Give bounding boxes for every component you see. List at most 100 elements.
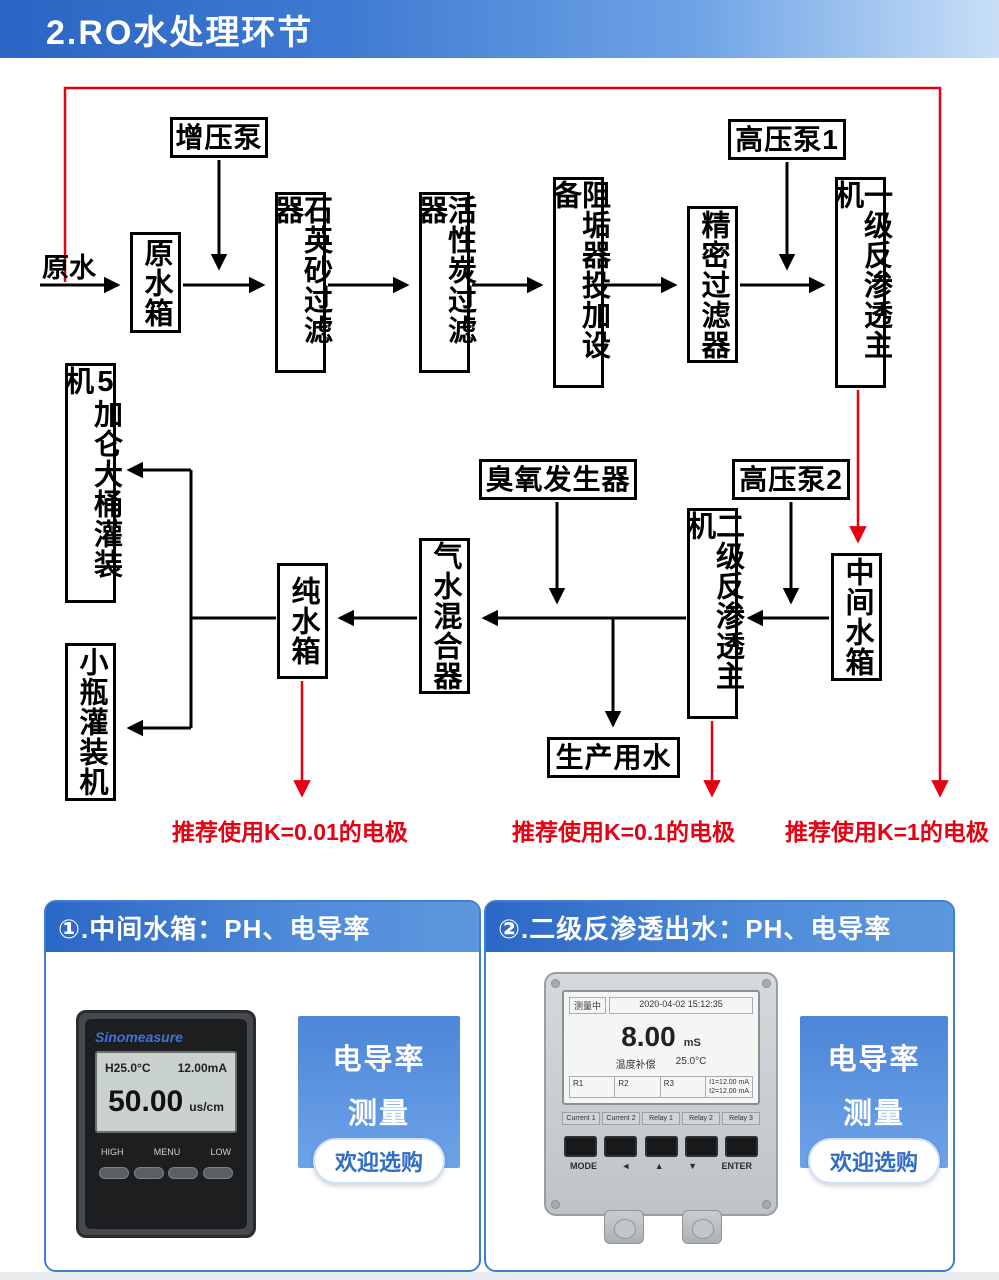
device-key — [564, 1136, 597, 1158]
softkey-row: Current 1 Current 2 Relay 1 Relay 2 Rela… — [562, 1112, 760, 1126]
softkey-label: Current 1 — [562, 1112, 600, 1126]
panel2-title: ②.二级反渗透出水：PH、电导率 — [486, 902, 953, 952]
node-label: 高压泵2 — [739, 463, 843, 495]
node-label: 纯水箱 — [287, 576, 319, 666]
relay-status-row: R1 R2 R3 I1=12.00 mA I2=12.00 mA — [569, 1076, 753, 1099]
promo-box: 电导率 测量 欢迎选购 — [298, 1016, 460, 1184]
node-hp-pump2: 高压泵2 — [732, 459, 850, 500]
node-ro-stage1: 一级反渗透主机 — [831, 177, 892, 388]
device-key — [99, 1167, 129, 1179]
softkey-label: Relay 3 — [722, 1112, 760, 1126]
node-mid-water-tank: 中间水箱 — [831, 553, 882, 681]
node-precision-filter: 精密过滤器 — [687, 206, 738, 363]
device-face: Sinomeasure H25.0°C 12.00mA 50.00 us/cm … — [85, 1019, 247, 1229]
cta-button[interactable]: 欢迎选购 — [807, 1138, 941, 1184]
promo-line2: 测量 — [347, 1098, 410, 1130]
section-title: 2.RO水处理环节 — [46, 13, 314, 52]
electrode-note-k01: 推荐使用K=0.1的电极 — [512, 819, 736, 845]
relay-indicator: R2 — [615, 1077, 661, 1098]
panel2-body: 测量中 2020-04-02 15:12:35 8.00 mS 温度补偿 25.… — [486, 952, 953, 1270]
current-output-reading: 12.00mA — [177, 1061, 227, 1075]
device-key — [604, 1136, 638, 1158]
node-label: 精密过滤器 — [697, 209, 729, 360]
key-left-icon: ◄ — [621, 1161, 631, 1172]
node-bottle-filler: 小瓶灌装机 — [65, 643, 116, 801]
section-banner: 2.RO水处理环节 — [0, 0, 999, 58]
node-label: 二级反渗透主机 — [682, 511, 744, 691]
node-label: 生产用水 — [555, 741, 672, 773]
panel1-title: ①.中间水箱：PH、电导率 — [46, 902, 479, 952]
datetime-reading: 2020-04-02 15:12:35 — [609, 997, 753, 1014]
relay-indicator: R1 — [570, 1077, 616, 1098]
cable-gland-icon — [682, 1210, 722, 1244]
node-quartz-sand-filter: 石英砂过滤器 — [271, 192, 332, 373]
red-electrode-arrows — [63, 86, 949, 798]
conductivity-value: 50.00 — [108, 1085, 184, 1118]
promo-line1: 电导率 — [332, 1044, 426, 1076]
node-raw-water-tank: 原水箱 — [130, 232, 181, 333]
measuring-status: 测量中 — [569, 997, 607, 1014]
device-key-labels: HIGH MENU LOW — [95, 1147, 237, 1157]
node-label: 小瓶灌装机 — [75, 647, 107, 797]
output1-reading: I1=12.00 mA — [709, 1079, 750, 1086]
node-label: 阻垢器投加设备 — [548, 180, 610, 360]
node-label: 高压泵1 — [735, 123, 839, 155]
key-mode-label: MODE — [570, 1161, 597, 1172]
cta-button[interactable]: 欢迎选购 — [312, 1138, 446, 1184]
node-booster-pump: 增压泵 — [170, 117, 268, 158]
black-flow-arrows — [40, 160, 829, 737]
screw-icon — [551, 1200, 560, 1209]
node-label: 石英砂过滤器 — [270, 195, 332, 345]
device-screen: H25.0°C 12.00mA 50.00 us/cm — [95, 1051, 237, 1133]
key-menu-label: MENU — [153, 1147, 181, 1157]
node-ro-stage2: 二级反渗透主机 — [683, 508, 744, 719]
device-screen: 测量中 2020-04-02 15:12:35 8.00 mS 温度补偿 25.… — [562, 990, 760, 1106]
relay-indicator: R3 — [661, 1077, 707, 1098]
promo-line1: 电导率 — [827, 1044, 921, 1076]
promo-line2: 测量 — [842, 1098, 905, 1130]
source-water-label: 原水 — [42, 253, 96, 283]
device-key — [168, 1167, 199, 1179]
flow-connectors — [40, 86, 949, 798]
node-production-water: 生产用水 — [547, 737, 680, 778]
key-down-icon: ▼ — [688, 1161, 698, 1172]
node-label: 原水箱 — [140, 237, 172, 328]
temp-comp-label: 温度补偿 — [615, 1060, 656, 1071]
node-label: 一级反渗透主机 — [830, 180, 892, 360]
node-hp-pump1: 高压泵1 — [728, 119, 846, 160]
device-key-labels: MODE ◄ ▲ ▼ ENTER — [562, 1161, 760, 1171]
node-antiscalant-doser: 阻垢器投加设备 — [549, 177, 610, 388]
softkey-label: Relay 1 — [642, 1112, 680, 1126]
promo-box: 电导率 测量 欢迎选购 — [800, 1016, 948, 1184]
node-label: 臭氧发生器 — [485, 463, 631, 495]
conductivity-controller-photo: 测量中 2020-04-02 15:12:35 8.00 mS 温度补偿 25.… — [544, 972, 778, 1216]
screw-icon — [762, 979, 771, 988]
device-buttons — [562, 1136, 760, 1158]
bottom-divider — [0, 1272, 999, 1280]
node-pure-water-tank: 纯水箱 — [277, 563, 328, 679]
temp-reading: H25.0°C — [105, 1061, 151, 1075]
temp-comp-value: 25.0°C — [675, 1056, 707, 1067]
key-low-label: LOW — [210, 1147, 231, 1157]
electrode-note-k1: 推荐使用K=1的电极 — [785, 819, 989, 845]
device-key — [202, 1167, 233, 1179]
node-label: 中间水箱 — [841, 557, 873, 677]
node-activated-carbon-filter: 活性炭过滤器 — [415, 192, 476, 373]
node-gas-water-mixer: 气水混合器 — [419, 538, 470, 694]
conductivity-unit: mS — [683, 1037, 701, 1049]
panel1-body: Sinomeasure H25.0°C 12.00mA 50.00 us/cm … — [46, 952, 479, 1270]
cable-gland-icon — [604, 1210, 644, 1244]
device-key — [684, 1136, 718, 1158]
conductivity-transmitter-photo: Sinomeasure H25.0°C 12.00mA 50.00 us/cm … — [76, 1010, 256, 1238]
key-high-label: HIGH — [101, 1147, 124, 1157]
key-enter-label: ENTER — [721, 1161, 752, 1172]
softkey-label: Current 2 — [602, 1112, 640, 1126]
device-key — [133, 1167, 164, 1179]
node-label: 5加仑大桶灌装机 — [60, 366, 122, 579]
panel-ro2-outlet: ②.二级反渗透出水：PH、电导率 测量中 2020-04-02 15:12:35… — [484, 900, 955, 1272]
screw-icon — [762, 1200, 771, 1209]
softkey-label: Relay 2 — [682, 1112, 720, 1126]
panel-mid-tank: ①.中间水箱：PH、电导率 Sinomeasure H25.0°C 12.00m… — [44, 900, 481, 1272]
node-label: 气水混合器 — [429, 541, 461, 691]
node-label: 活性炭过滤器 — [414, 195, 476, 345]
